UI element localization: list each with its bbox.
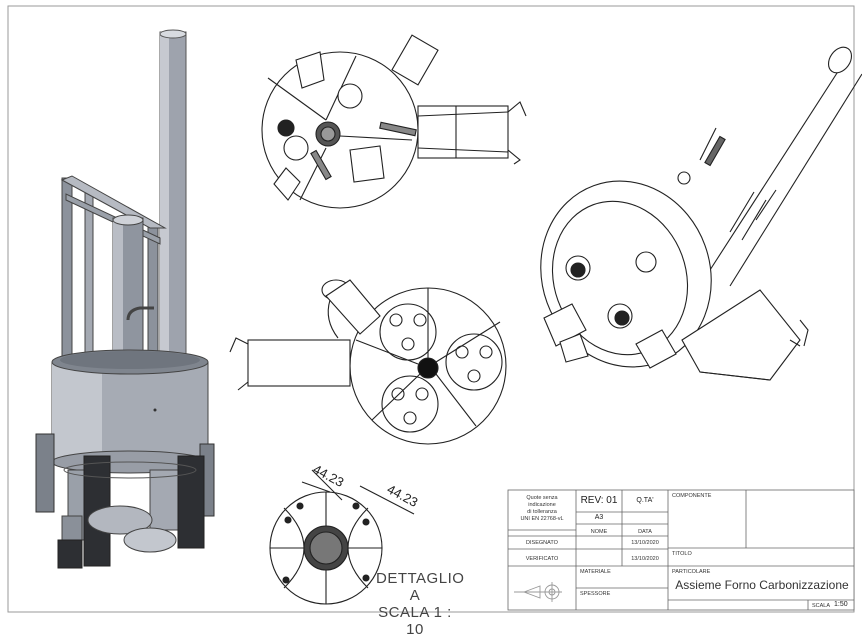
top-view [261, 34, 527, 209]
material-label: MATERIALE [580, 569, 611, 575]
checked-date: 13/10/2020 [631, 556, 659, 562]
detail-a-title: DETTAGLIO A [376, 570, 465, 604]
detail-a-scale: SCALA 1 : 10 [378, 604, 452, 638]
thickness-label: SPESSORE [580, 591, 611, 597]
iso-3d-view [35, 29, 215, 569]
scale-value: 1:50 [834, 601, 848, 608]
title-label: TITOLO [672, 551, 692, 557]
part-label: PARTICOLARE [672, 569, 711, 575]
detail-a-view [269, 469, 415, 605]
tolerance-line-1: Quote senza [526, 495, 558, 501]
tolerance-line-2: indicazione [528, 502, 556, 508]
date-column-header: DATA [638, 529, 652, 535]
detail-a-caption: DETTAGLIO A SCALA 1 : 10 [376, 570, 465, 638]
drawing-title: Assieme Forno Carbonizzazione [675, 578, 849, 592]
title-block-frame [507, 489, 855, 611]
dimension-text-2: 44.23 [385, 481, 421, 510]
sheet-format: A3 [594, 514, 604, 521]
projection-symbol-icon [514, 582, 562, 602]
tolerance-line-3: di tolleranza [527, 509, 557, 515]
revision-label: REV: 01 [580, 495, 618, 506]
drawn-by-label: DISEGNATO [526, 540, 558, 546]
tolerance-line-4: UNI EN 22768-vL [520, 516, 564, 522]
checked-by-label: VERIFICATO [525, 556, 559, 562]
tolerance-note: Quote senza indicazione di tolleranza UN… [510, 495, 574, 523]
drawn-date: 13/10/2020 [631, 540, 659, 546]
scale-label: SCALA [812, 603, 831, 609]
drawing-sheet: 44.23 44.23 DETTAGLIO A SCALA 1 : 10 Quo… [7, 5, 862, 638]
component-label: COMPONENTE [672, 493, 712, 499]
dimension-text-1: 44.23 [311, 461, 347, 490]
drawing-canvas: 44.23 44.23 [7, 5, 862, 613]
side-view [229, 279, 507, 445]
sheet-border [7, 5, 855, 613]
iso-outline-view [540, 46, 862, 381]
name-column-header: NOME [590, 529, 608, 535]
quantity-label: Q.TA' [636, 497, 654, 504]
